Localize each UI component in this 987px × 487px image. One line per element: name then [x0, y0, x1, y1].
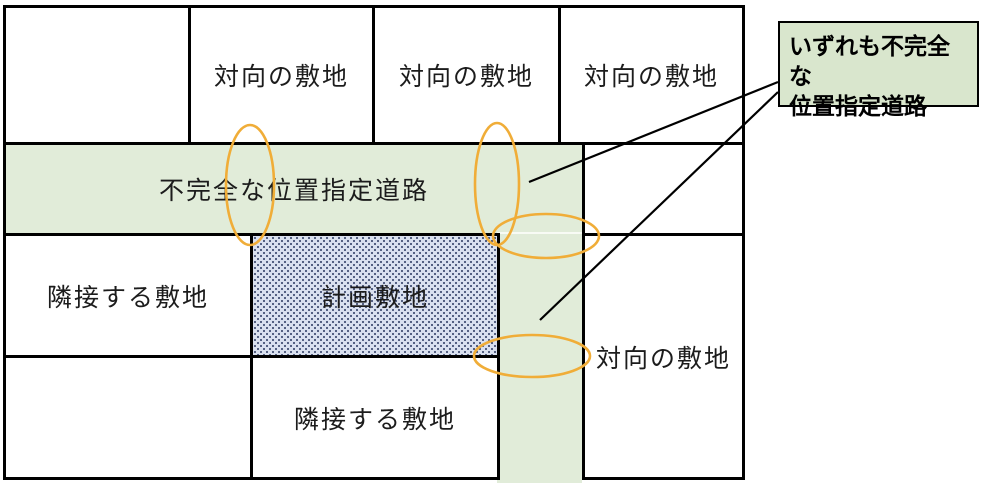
border-segment-top-divider-3: [558, 5, 561, 145]
label-incomplete-designated-road: 不完全な位置指定道路: [158, 178, 429, 205]
planned-site-area: [252, 235, 497, 355]
label-adjacent-site-left: 隣接する敷地: [46, 284, 209, 312]
label-opposite-site-top-3: 対向の敷地: [583, 64, 719, 91]
incomplete-designated-road-vertical: [497, 232, 582, 483]
border-segment-bottom-right: [582, 477, 745, 480]
callout-incomplete-roads: いずれも不完全な 位置指定道路: [778, 21, 979, 119]
label-planned-site: 計画敷地: [320, 284, 429, 312]
border-segment-mid-divider-left: [250, 233, 253, 480]
label-adjacent-site-bottom: 隣接する敷地: [293, 406, 456, 434]
border-segment-top-divider-1: [188, 5, 191, 145]
border-segment-top-divider-2: [372, 5, 375, 145]
label-opposite-site-top-2: 対向の敷地: [398, 64, 534, 91]
label-opposite-site-right: 対向の敷地: [595, 345, 731, 373]
border-segment-right: [742, 5, 745, 480]
label-opposite-site-top-1: 対向の敷地: [213, 64, 349, 91]
border-segment-left: [3, 5, 6, 480]
border-segment-mid-divider-right: [497, 233, 500, 480]
